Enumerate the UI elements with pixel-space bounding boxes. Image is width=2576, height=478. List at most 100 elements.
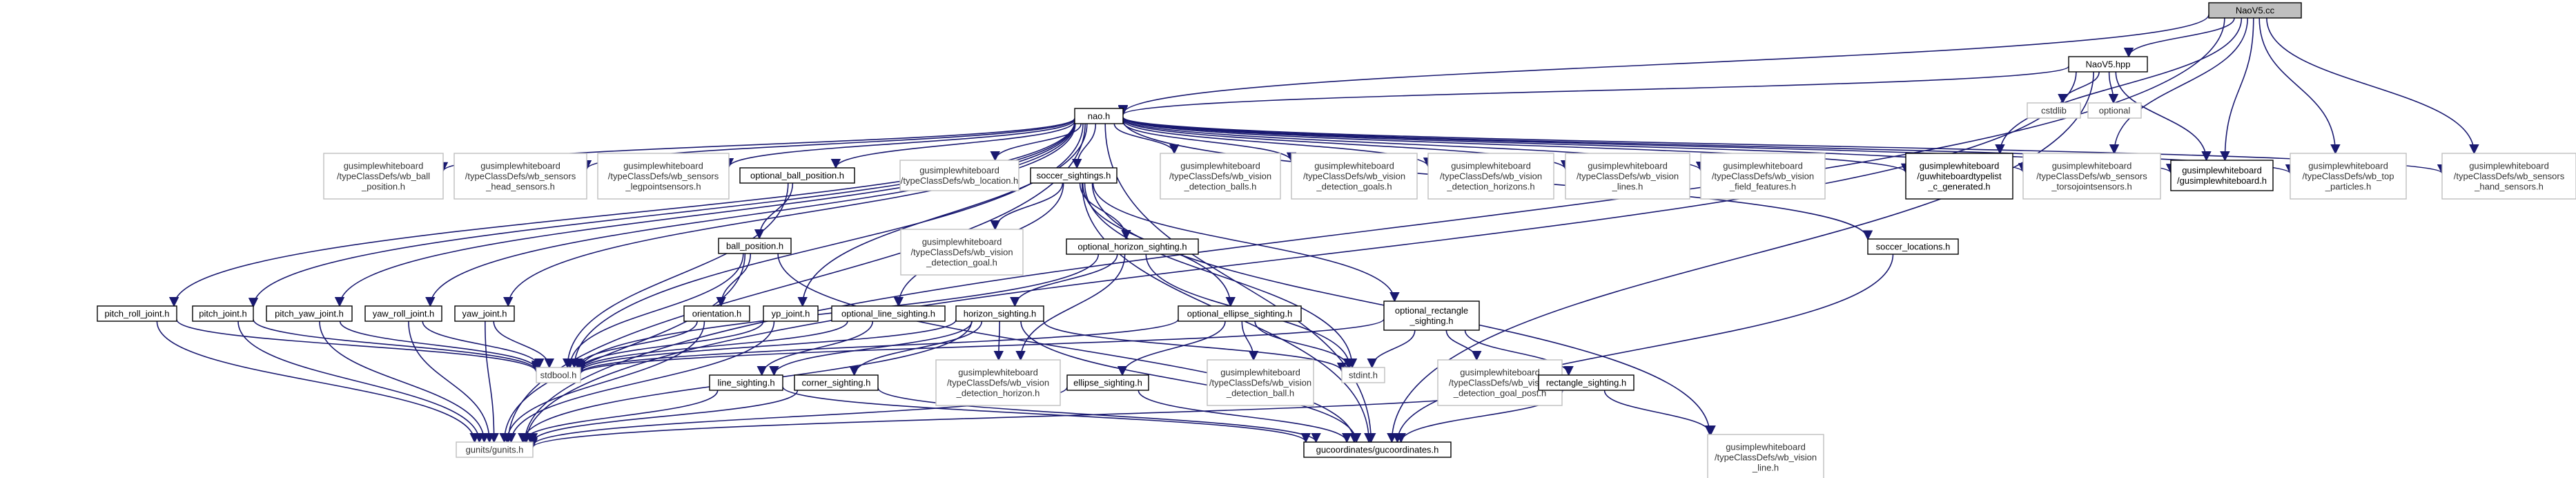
- node-box: [899, 160, 1019, 191]
- include-edge: [1138, 390, 1352, 443]
- node-orientation[interactable]: orientation.h: [683, 305, 750, 322]
- node-wb-vision-lines[interactable]: gusimplewhiteboard/typeClassDefs/wb_visi…: [1565, 153, 1690, 200]
- node-label: _hand_sensors.h: [2474, 182, 2544, 192]
- node-wb-vision-field-features[interactable]: gusimplewhiteboard/typeClassDefs/wb_visi…: [1700, 153, 1826, 200]
- node-label: _lines.h: [1612, 182, 1643, 192]
- node-box: [1341, 367, 1385, 383]
- node-box: [454, 305, 515, 322]
- node-wb-location[interactable]: gusimplewhiteboard/typeClassDefs/wb_loca…: [899, 160, 1019, 191]
- include-edge: [990, 182, 1064, 231]
- node-optional-ellipse-sighting[interactable]: optional_ellipse_sighting.h: [1178, 305, 1302, 322]
- include-edge: [176, 319, 542, 373]
- node-box: [597, 153, 730, 200]
- node-label: optional_ball_position.h: [750, 171, 844, 181]
- include-edge: [2109, 17, 2248, 155]
- node-label: /typeClassDefs/wb_vision: [1715, 452, 1817, 463]
- include-edge: [2220, 17, 2254, 162]
- node-label: /guwhiteboardtypelist: [1917, 171, 2002, 182]
- node-yp-joint[interactable]: yp_joint.h: [763, 305, 819, 322]
- node-wb-hand-sensors[interactable]: gusimplewhiteboard/typeClassDefs/wb_sens…: [2441, 153, 2576, 200]
- include-edge: [782, 386, 1311, 443]
- node-guwhiteboardtypelist[interactable]: gusimplewhiteboard/guwhiteboardtypelist_…: [1905, 153, 2013, 200]
- node-label: /typeClassDefs/wb_sensors: [2036, 171, 2147, 182]
- node-stdbool[interactable]: stdbool.h: [536, 367, 581, 383]
- node-box: [1565, 153, 1690, 200]
- include-edge: [1254, 321, 1354, 369]
- node-label: soccer_sightings.h: [1037, 171, 1111, 181]
- node-wb-vision-detection-horizon[interactable]: gusimplewhiteboard/typeClassDefs/wb_visi…: [935, 359, 1061, 406]
- include-edge: [2115, 71, 2212, 162]
- node-rectangle-sighting[interactable]: rectangle_sighting.h: [1538, 374, 1635, 391]
- node-label: /typeClassDefs/wb_vision: [1440, 171, 1542, 182]
- include-edge: [1603, 390, 1716, 436]
- node-stdint[interactable]: stdint.h: [1341, 367, 1385, 383]
- include-edge: [502, 321, 705, 443]
- node-optional-ball-position[interactable]: optional_ball_position.h: [739, 167, 855, 184]
- node-wb-head-sensors[interactable]: gusimplewhiteboard/typeClassDefs/wb_sens…: [453, 153, 587, 200]
- node-wb-vision-detection-goal[interactable]: gusimplewhiteboard/typeClassDefs/wb_visi…: [900, 229, 1024, 276]
- include-edge: [334, 122, 1075, 307]
- node-pitch-yaw-joint[interactable]: pitch_yaw_joint.h: [266, 305, 353, 322]
- node-wb-vision-line[interactable]: gusimplewhiteboard/typeClassDefs/wb_visi…: [1707, 434, 1824, 478]
- node-gucoordinates[interactable]: gucoordinates/gucoordinates.h: [1303, 441, 1452, 458]
- include-edge: [1072, 123, 1097, 169]
- node-label: pitch_roll_joint.h: [105, 309, 170, 319]
- node-label: _detection_goal.h: [926, 258, 997, 268]
- node-label: gusimplewhiteboard: [1180, 161, 1260, 171]
- node-box: [1066, 238, 1199, 255]
- node-pitch-roll-joint[interactable]: pitch_roll_joint.h: [97, 305, 177, 322]
- node-nao-h[interactable]: nao.h: [1074, 108, 1124, 124]
- node-yaw-joint[interactable]: yaw_joint.h: [454, 305, 515, 322]
- node-label: yaw_joint.h: [462, 309, 507, 319]
- node-label: /typeClassDefs/wb_sensors: [2454, 171, 2565, 182]
- node-soccer-sightings[interactable]: soccer_sightings.h: [1030, 167, 1118, 184]
- include-edge: [777, 253, 1360, 443]
- include-edge: [563, 182, 789, 369]
- node-wb-vision-detection-goals[interactable]: gusimplewhiteboard/typeClassDefs/wb_visi…: [1291, 153, 1418, 200]
- node-naov5-cc[interactable]: NaoV5.cc: [2208, 2, 2302, 19]
- node-gusimplewhiteboard-h[interactable]: gusimplewhiteboard/gusimplewhiteboard.h: [2170, 160, 2274, 191]
- include-edge: [990, 123, 1082, 162]
- node-label: /typeClassDefs/wb_location.h: [901, 175, 1019, 186]
- node-label: _position.h: [361, 182, 405, 192]
- node-box: [1160, 153, 1281, 200]
- node-yaw-roll-joint[interactable]: yaw_roll_joint.h: [364, 305, 442, 322]
- node-horizon-sighting[interactable]: horizon_sighting.h: [955, 305, 1044, 322]
- node-naov5-hpp[interactable]: NaoV5.hpp: [2068, 56, 2148, 73]
- node-pitch-joint[interactable]: pitch_joint.h: [192, 305, 254, 322]
- node-soccer-locations[interactable]: soccer_locations.h: [1867, 238, 1959, 255]
- node-wb-top-particles[interactable]: gusimplewhiteboard/typeClassDefs/wb_top_…: [2290, 153, 2407, 200]
- include-edge: [1445, 329, 1482, 361]
- include-edge: [503, 123, 1076, 307]
- node-label: stdbool.h: [540, 370, 577, 381]
- node-wb-ball-position[interactable]: gusimplewhiteboard/typeClassDefs/wb_ball…: [323, 153, 444, 200]
- node-wb-torsojointsensors[interactable]: gusimplewhiteboard/typeClassDefs/wb_sens…: [2022, 153, 2161, 200]
- node-ellipse-sighting[interactable]: ellipse_sighting.h: [1066, 374, 1149, 391]
- node-corner-sighting[interactable]: corner_sighting.h: [794, 374, 879, 391]
- node-label: gucoordinates/gucoordinates.h: [1316, 445, 1439, 455]
- node-box: [2087, 102, 2142, 119]
- include-edge: [1241, 321, 1259, 361]
- node-label: optional_line_sighting.h: [841, 309, 935, 319]
- node-wb-vision-detection-balls[interactable]: gusimplewhiteboard/typeClassDefs/wb_visi…: [1160, 153, 1281, 200]
- node-gunits[interactable]: gunits/gunits.h: [456, 441, 534, 458]
- node-optional[interactable]: optional: [2087, 102, 2142, 119]
- include-edge: [1043, 321, 1347, 373]
- node-label: /typeClassDefs/wb_vision: [1303, 171, 1405, 182]
- node-cstdlib[interactable]: cstdlib: [2027, 102, 2081, 119]
- node-wb-vision-detection-ball[interactable]: gusimplewhiteboard/typeClassDefs/wb_visi…: [1207, 359, 1314, 406]
- node-line-sighting[interactable]: line_sighting.h: [709, 374, 783, 391]
- node-ball-position[interactable]: ball_position.h: [718, 238, 792, 254]
- node-label: gusimplewhiteboard: [623, 161, 703, 171]
- node-wb-vision-detection-horizons[interactable]: gusimplewhiteboard/typeClassDefs/wb_visi…: [1427, 153, 1554, 200]
- node-label: _c_generated.h: [1927, 182, 1990, 192]
- include-edge: [2266, 17, 2479, 155]
- node-optional-line-sighting[interactable]: optional_line_sighting.h: [831, 305, 946, 322]
- node-optional-rectangle-sighting[interactable]: optional_rectangle_sighting.h: [1383, 300, 1480, 331]
- include-edge: [527, 390, 799, 443]
- node-label: gusimplewhiteboard: [922, 237, 1002, 247]
- node-optional-horizon-sighting[interactable]: optional_horizon_sighting.h: [1066, 238, 1199, 255]
- node-label: pitch_yaw_joint.h: [275, 309, 344, 319]
- node-label: _detection_horizon.h: [956, 388, 1040, 399]
- node-wb-legpointsensors[interactable]: gusimplewhiteboard/typeClassDefs/wb_sens…: [597, 153, 730, 200]
